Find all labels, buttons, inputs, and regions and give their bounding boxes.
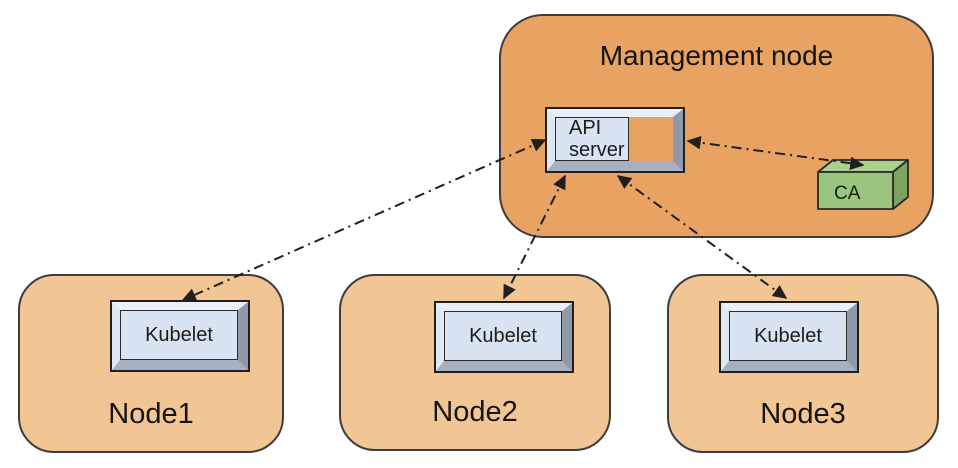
kubelet-label-node3: Kubelet <box>754 324 822 347</box>
api-server-bevel: API server <box>547 109 683 171</box>
node3-label: Node3 <box>760 398 846 430</box>
api-server-label: API server <box>569 117 625 161</box>
kubelet-box-node2: Kubelet <box>434 301 574 373</box>
node2-label: Node2 <box>432 396 518 428</box>
api-server-box: API server <box>545 107 685 173</box>
kubelet-box-node3: Kubelet <box>719 301 859 373</box>
kubelet-label-node2: Kubelet <box>469 324 537 347</box>
kubelet-label-node1: Kubelet <box>145 323 213 346</box>
kubelet-box-node1: Kubelet <box>110 300 250 372</box>
node1-label: Node1 <box>108 398 194 430</box>
management-node-title: Management node <box>599 40 834 71</box>
